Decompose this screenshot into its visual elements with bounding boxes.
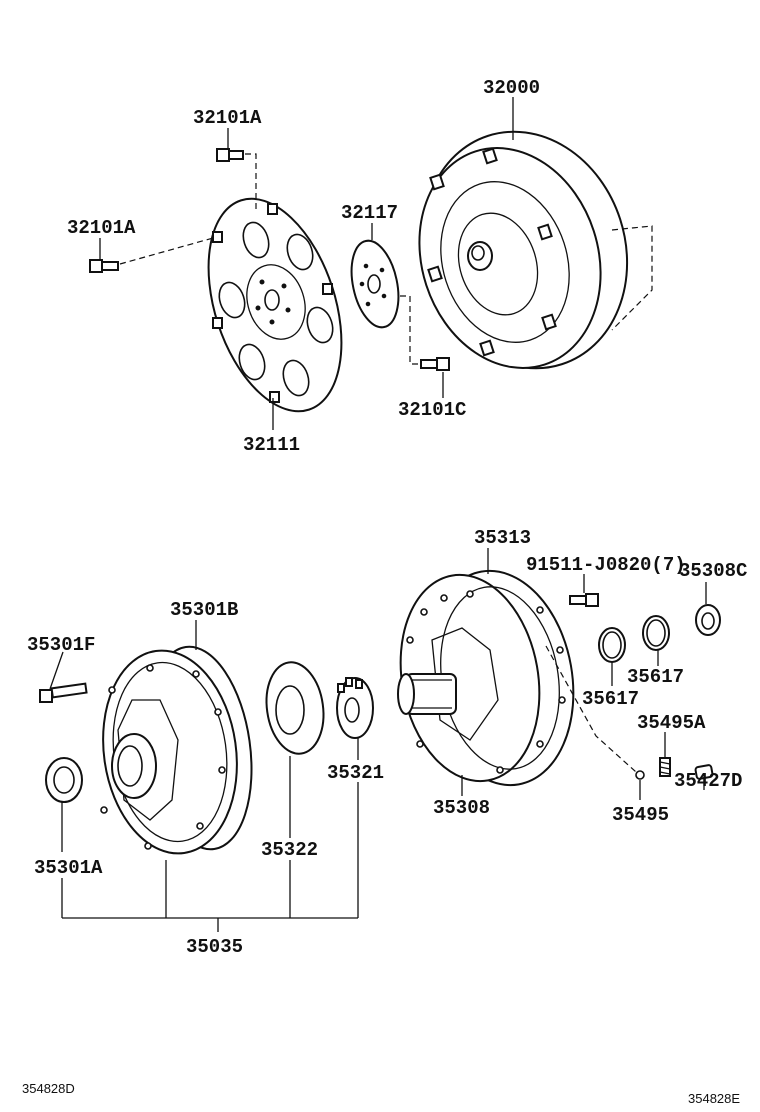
bolt-32101C — [400, 295, 450, 398]
label-35301F: 35301F — [27, 634, 95, 656]
label-35495: 35495 — [612, 804, 669, 826]
label-35313: 35313 — [474, 527, 531, 549]
label-35495A: 35495A — [637, 712, 706, 734]
label-35301B: 35301B — [170, 599, 238, 621]
driven-gear-35322 — [265, 661, 325, 838]
label-35308: 35308 — [433, 797, 490, 819]
bolt-35301F — [39, 651, 88, 703]
ring-35617-right — [642, 615, 670, 666]
bolt-32101A-top — [216, 128, 257, 212]
bracket-35035 — [61, 782, 359, 932]
label-32101A-top: 32101A — [193, 107, 262, 129]
label-35035: 35035 — [186, 936, 243, 958]
drive-plate-32111 — [207, 197, 343, 430]
pump-cover-35301B — [100, 620, 253, 855]
seal-35301A — [45, 757, 83, 852]
seal-35308C — [695, 582, 721, 636]
label-35617-left: 35617 — [582, 688, 639, 710]
label-91511: 91511-J0820(7) — [526, 554, 686, 576]
plug-35427D — [694, 764, 714, 790]
label-35427D: 35427D — [674, 770, 742, 792]
pump-body-35308 — [397, 548, 637, 796]
label-35617-right: 35617 — [627, 666, 684, 688]
label-32111: 32111 — [243, 434, 300, 456]
bolt-32101A-left — [89, 237, 214, 273]
label-32000: 32000 — [483, 77, 540, 99]
diagram-code-left: 354828D — [22, 1081, 75, 1096]
label-32101A-left: 32101A — [67, 217, 136, 239]
ring-35617-left — [598, 627, 626, 686]
label-35322: 35322 — [261, 839, 318, 861]
drive-gear-35321 — [336, 677, 374, 760]
spring-35495A — [659, 732, 671, 777]
torque-converter-32000 — [418, 97, 653, 370]
bolt-91511 — [569, 574, 599, 607]
label-35301A: 35301A — [34, 857, 103, 879]
label-35308C: 35308C — [679, 560, 747, 582]
ball-35495 — [635, 770, 645, 800]
label-32101C: 32101C — [398, 399, 466, 421]
label-35321: 35321 — [327, 762, 384, 784]
diagram-code-right: 354828E — [688, 1091, 740, 1106]
label-32117: 32117 — [341, 202, 398, 224]
spacer-32117 — [350, 223, 400, 329]
